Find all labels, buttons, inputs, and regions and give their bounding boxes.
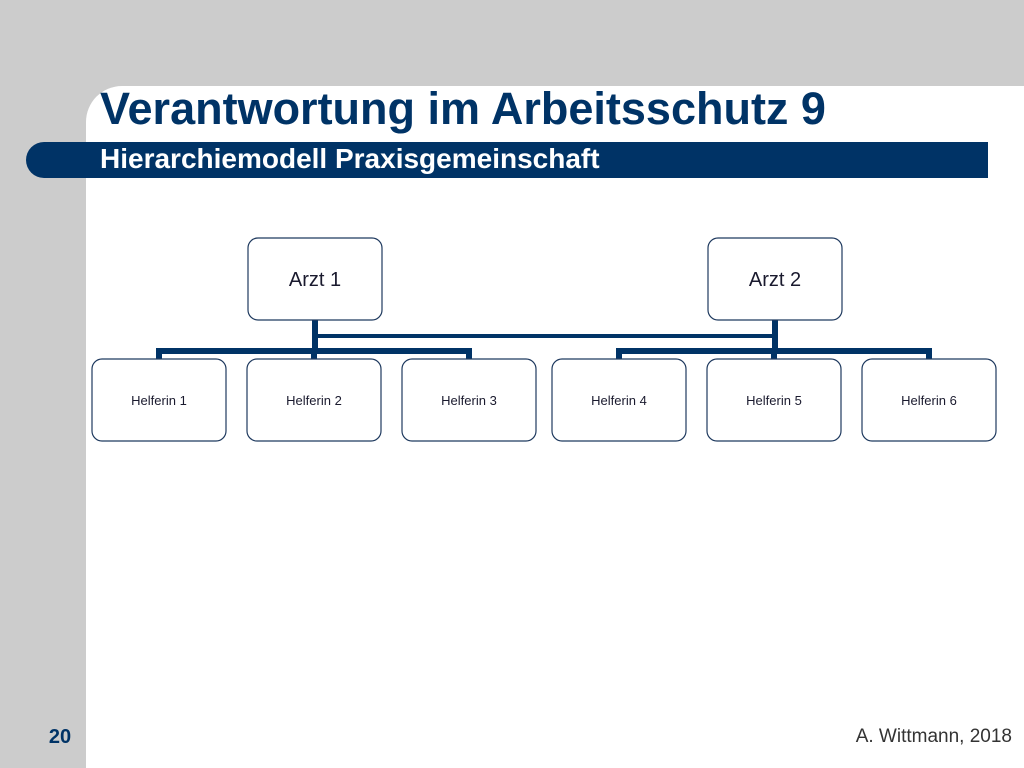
assistant-label: Helferin 1: [131, 393, 187, 408]
assistant-node: [246, 358, 382, 442]
assistant-node: [401, 358, 537, 442]
slide-title: Verantwortung im Arbeitsschutz 9: [100, 83, 826, 134]
doctor-node: [247, 237, 383, 321]
doctor-node: [707, 237, 843, 321]
assistant-node: [861, 358, 997, 442]
doctor-label: Arzt 2: [749, 269, 801, 291]
assistant-node: [706, 358, 842, 442]
assistant-label: Helferin 3: [441, 393, 497, 408]
doctor-label: Arzt 1: [289, 269, 341, 291]
assistant-node: [551, 358, 687, 442]
assistant-label: Helferin 4: [591, 393, 647, 408]
assistant-label: Helferin 2: [286, 393, 342, 408]
slide-subtitle: Hierarchiemodell Praxisgemeinschaft: [100, 143, 600, 174]
assistant-node: [91, 358, 227, 442]
assistant-label: Helferin 5: [746, 393, 802, 408]
assistant-label: Helferin 6: [901, 393, 957, 408]
subtitle-bar: [26, 142, 988, 178]
author-credit: A. Wittmann, 2018: [855, 726, 1012, 747]
page-number: 20: [48, 726, 72, 748]
